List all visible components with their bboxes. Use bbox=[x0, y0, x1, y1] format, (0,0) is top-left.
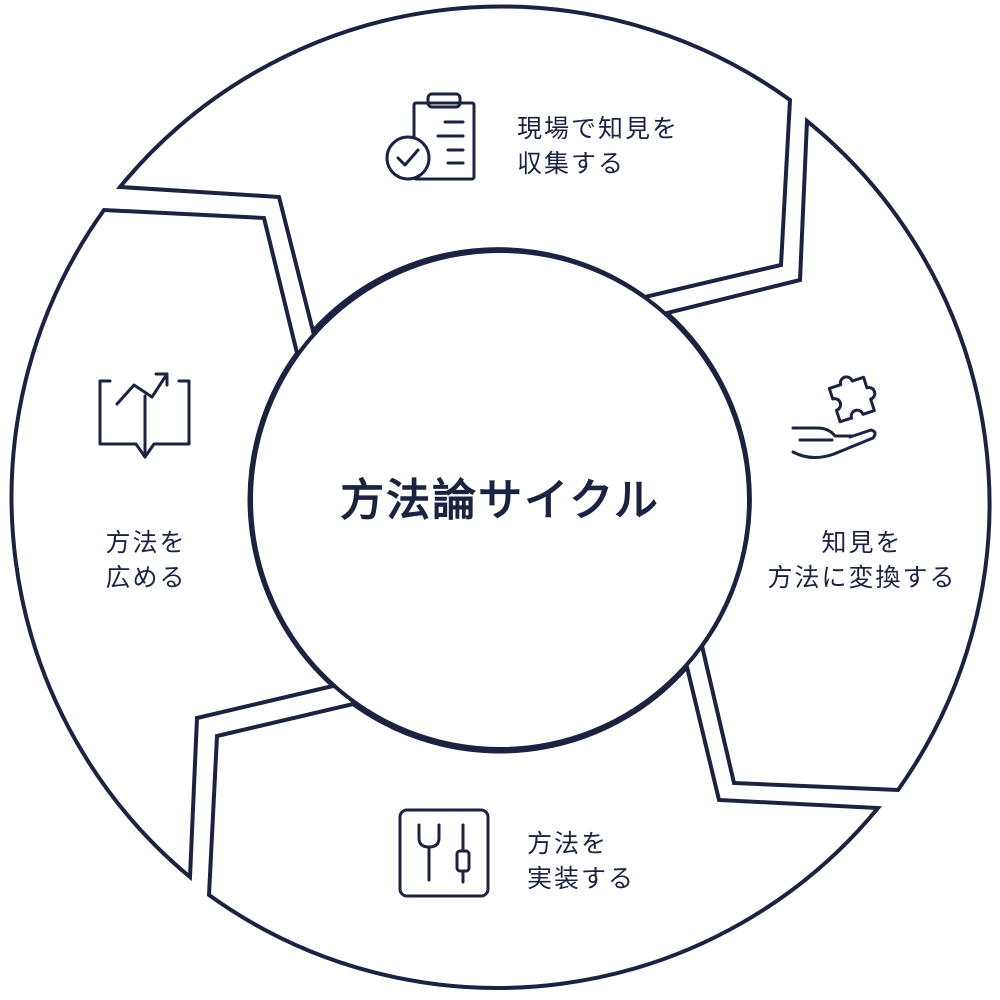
segment-implement bbox=[206, 662, 883, 990]
clipboard-check-icon bbox=[385, 92, 476, 181]
step-spread-label-line1: 方法を bbox=[105, 528, 186, 557]
step-collect-label-line2: 収集する bbox=[517, 149, 625, 178]
step-transform-label-line2: 方法に変換する bbox=[767, 563, 956, 592]
step-spread-label-line2: 広める bbox=[105, 563, 186, 592]
tools-panel-icon bbox=[398, 808, 490, 898]
step-implement-label-line2: 実装する bbox=[527, 864, 635, 893]
segment-collect bbox=[115, 4, 793, 336]
step-transform-label-line1: 知見を bbox=[821, 528, 902, 557]
step-implement-label-line1: 方法を bbox=[527, 829, 608, 858]
center-title: 方法論サイクル bbox=[340, 475, 660, 526]
book-growth-arrow-icon bbox=[98, 372, 191, 459]
step-collect-label-line1: 現場で知見を bbox=[517, 114, 679, 143]
hand-puzzle-icon bbox=[791, 375, 877, 459]
center-circle bbox=[249, 249, 751, 751]
